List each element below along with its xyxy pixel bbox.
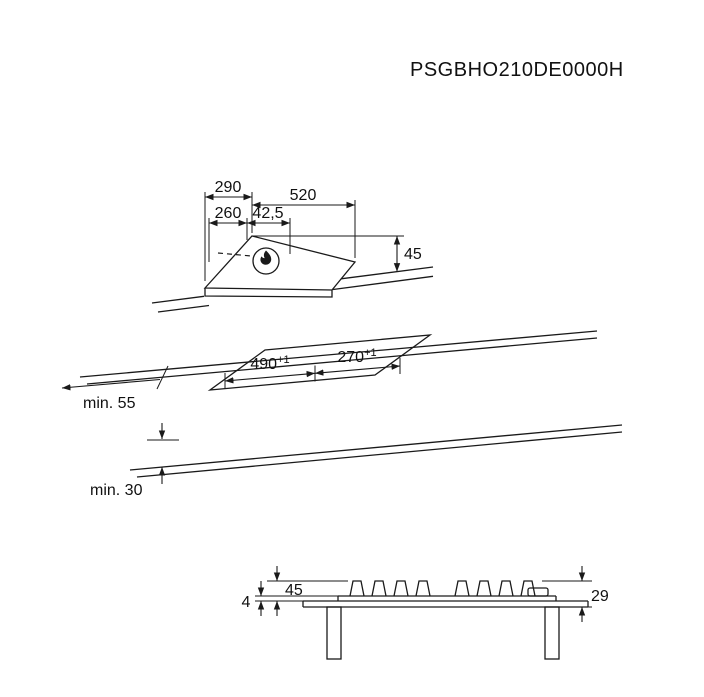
dim-29-label: 29 xyxy=(591,588,609,605)
dim-45-top-label: 45 xyxy=(404,246,422,263)
hob-outline xyxy=(203,235,357,291)
side-hob-profile xyxy=(337,595,557,601)
side-worktop xyxy=(302,600,589,608)
top-dimension-view: 290 520 260 42,5 45 xyxy=(151,179,434,313)
product-code-label: PSGBHO210DE0000H xyxy=(410,59,624,81)
dim-260-label: 260 xyxy=(215,205,242,222)
dim-45-side-label: 45 xyxy=(285,582,303,599)
shelf-lines xyxy=(129,424,623,478)
burner-flame-icon xyxy=(260,250,272,265)
dim-42-5-label: 42,5 xyxy=(252,205,283,222)
side-profile-view: 45 4 29 xyxy=(242,566,609,660)
cutout-dimension-view: 490+1 270+1 min. 55 min. 30 xyxy=(61,330,623,499)
min-55-label: min. 55 xyxy=(83,395,136,412)
pan-support-grates xyxy=(349,580,536,597)
hidden-reference-line xyxy=(217,252,252,257)
dim-520-label: 520 xyxy=(290,187,317,204)
min-30-label: min. 30 xyxy=(90,482,143,499)
dim-270-label: 270+1 xyxy=(337,347,376,366)
dim-290-label: 290 xyxy=(215,179,242,196)
burner-ring xyxy=(252,247,280,275)
dim-490-label: 490+1 xyxy=(250,354,289,373)
control-knob xyxy=(527,587,549,597)
worktop-edge-lines xyxy=(151,266,434,313)
cabinet-legs xyxy=(326,606,560,660)
hob-front-edge xyxy=(204,288,333,298)
dim-4-label: 4 xyxy=(242,594,251,611)
cutout-outline xyxy=(207,334,433,391)
